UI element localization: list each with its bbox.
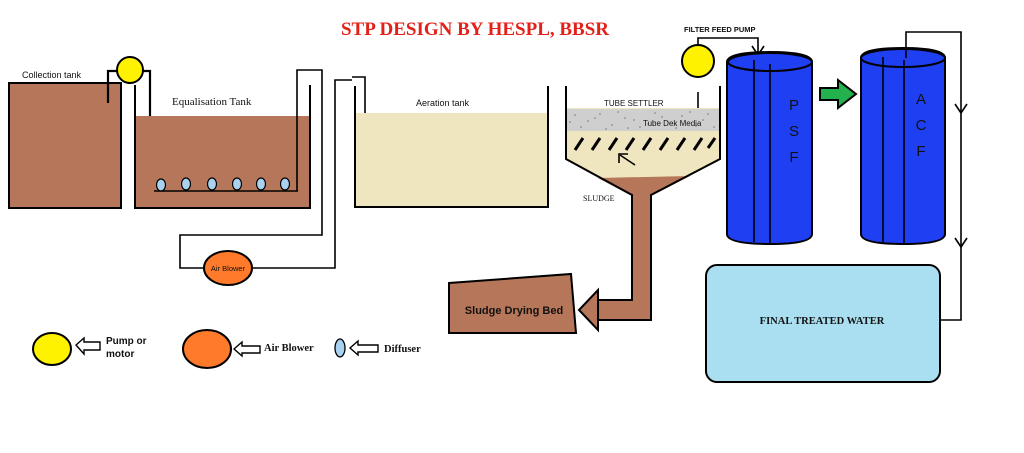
diffuser-icon — [334, 338, 346, 358]
sludge-line — [577, 195, 652, 333]
legend-air-blower-label: Air Blower — [264, 343, 314, 354]
tube-plates — [573, 137, 717, 151]
final-treated-water-label: FINAL TREATED WATER — [760, 316, 885, 327]
diffuser-icon — [231, 177, 243, 191]
collection-tank-label: Collection tank — [22, 70, 82, 80]
aeration-tank: Aeration tank — [354, 86, 549, 208]
air-blower-icon — [182, 329, 232, 369]
pump-icon — [32, 332, 72, 366]
sludge-drying-bed-label: Sludge Drying Bed — [465, 305, 563, 317]
tube-dek-media-label: Tube Dek Media — [643, 119, 702, 128]
acf-letter-c: C — [916, 117, 927, 134]
sludge-arrow-head — [577, 287, 599, 333]
diffuser-icon — [255, 177, 267, 191]
air-blower-label: Air Blower — [211, 264, 246, 273]
legend: Pump or motor Air Blower Diffuser — [32, 329, 421, 369]
legend-pump-label-line2: motor — [106, 349, 134, 360]
sludge-drying-bed: Sludge Drying Bed — [448, 272, 578, 334]
tube-settler: TUBE SETTLER Tube Dek Media SLUDGE — [565, 86, 721, 320]
sludge-label: SLUDGE — [583, 194, 615, 203]
equalisation-tank: Equalisation Tank — [134, 85, 311, 209]
filter-feed-pump-label: FILTER FEED PUMP — [684, 25, 756, 34]
psf-letter-f: F — [789, 149, 798, 166]
legend-pump: Pump or motor — [32, 332, 147, 366]
acf-letter-f: F — [916, 143, 925, 160]
legend-diffuser-arrow — [348, 339, 379, 357]
legend-pump-label-line1: Pump or — [106, 336, 147, 347]
tube-settler-label: TUBE SETTLER — [604, 99, 664, 108]
media-dots — [569, 111, 715, 130]
air-blower: Air Blower — [203, 250, 253, 286]
legend-blower-arrow — [232, 340, 261, 358]
acf-letter-a: A — [916, 91, 926, 108]
aeration-tank-label: Aeration tank — [416, 98, 470, 108]
diagram-title: STP DESIGN BY HESPL, BBSR — [341, 19, 609, 40]
psf-letter-s: S — [789, 123, 799, 140]
final-treated-water-tank: FINAL TREATED WATER — [705, 264, 941, 383]
legend-pump-arrow — [75, 336, 101, 356]
collection-tank: Collection tank — [8, 70, 122, 209]
psf-to-acf-arrow — [819, 77, 858, 111]
equalisation-tank-label: Equalisation Tank — [172, 96, 252, 108]
psf-letter-p: P — [789, 97, 799, 114]
legend-diffuser-label: Diffuser — [384, 344, 421, 355]
legend-air-blower: Air Blower — [182, 329, 314, 369]
acf-vessel: A C F — [860, 46, 946, 246]
tube-dek-media — [566, 109, 720, 131]
diffuser-icon — [206, 177, 218, 191]
diffuser-icon — [180, 177, 192, 191]
diffuser-icon — [279, 177, 291, 191]
diffuser-icon — [155, 178, 167, 192]
legend-diffuser: Diffuser — [334, 338, 421, 358]
psf-vessel: P S F — [726, 50, 813, 246]
